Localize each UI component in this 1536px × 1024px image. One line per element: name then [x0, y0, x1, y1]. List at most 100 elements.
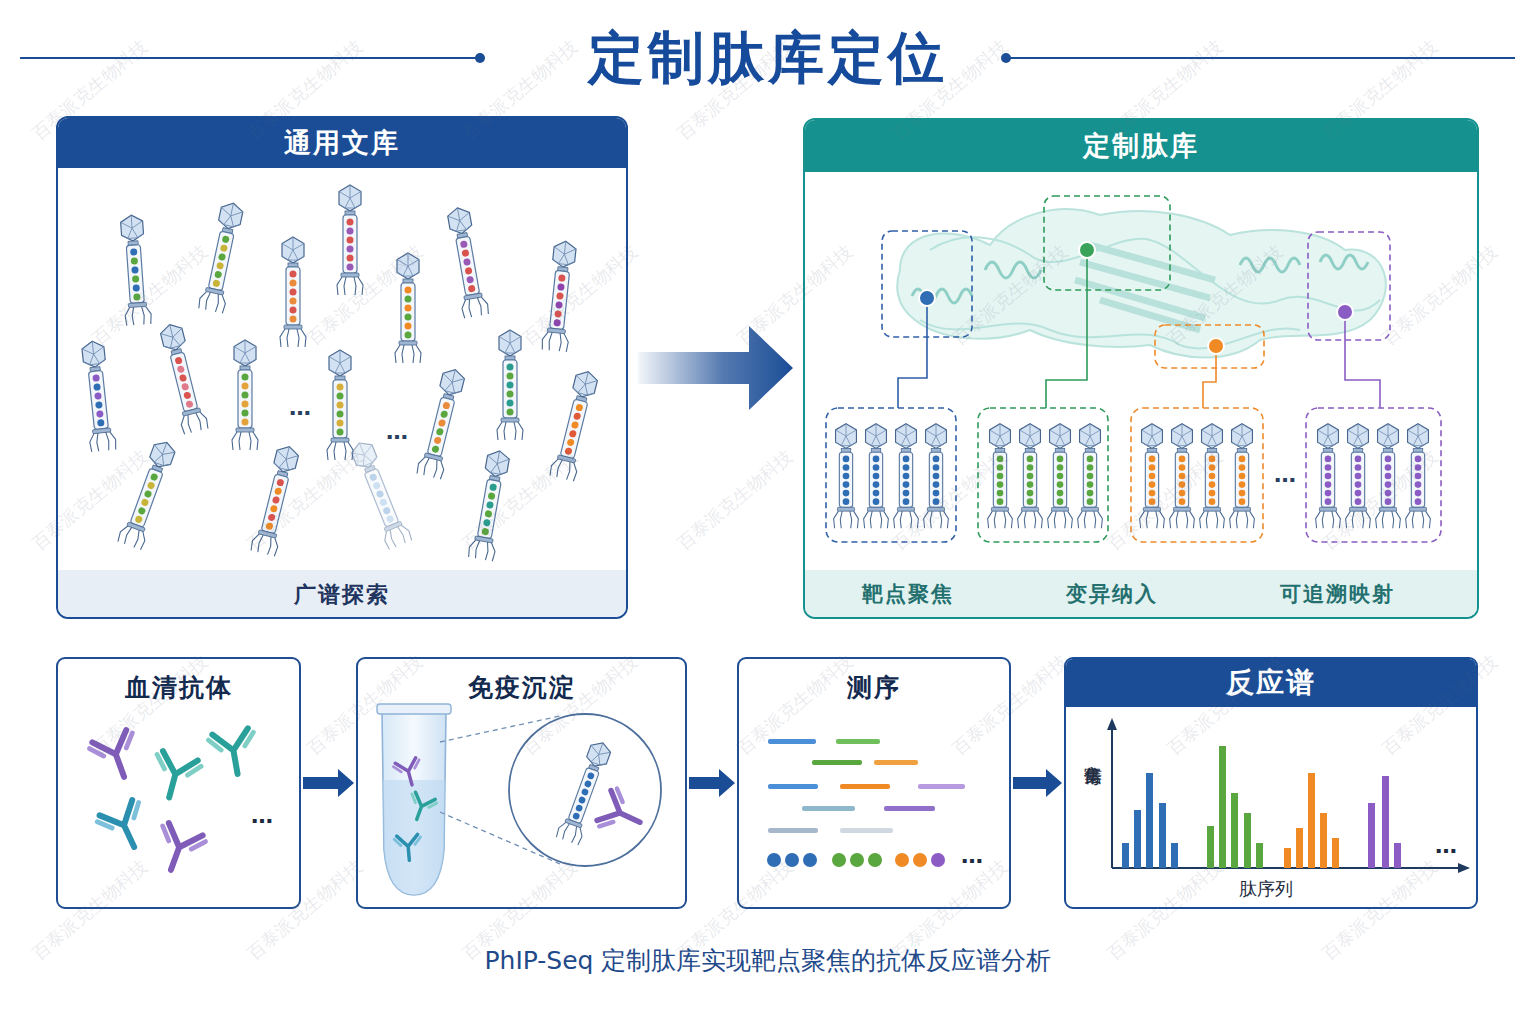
phage-group-part: [834, 424, 859, 529]
watermark-text: 百泰派克生物科技: [658, 433, 811, 567]
phage-swarm-part: [445, 206, 490, 319]
axis-label: 富集信号: [1080, 751, 1106, 861]
process-box: 血清抗体: [56, 657, 301, 909]
bar-chart-part: [1382, 776, 1389, 868]
bar-chart-part: [1458, 863, 1470, 873]
sequence-read-part: [768, 784, 818, 789]
phage-swarm-part: [549, 368, 601, 481]
library-panel: 通用文库广谱探索: [56, 116, 628, 619]
epitope-region-part: [1079, 242, 1095, 258]
sequence-read-part: [768, 828, 818, 833]
step-title: 血清抗体: [58, 671, 299, 704]
phage-group-part: [1200, 424, 1225, 529]
result-box: 反应谱富集信号肽序列: [1064, 657, 1478, 909]
protein-structure-part: [1240, 258, 1300, 272]
sequence-read-part: [802, 806, 855, 811]
library-panel: 定制肽库靶点聚焦变异纳入可追溯映射: [803, 118, 1479, 619]
step-title: 免疫沉淀: [358, 671, 685, 704]
protein-structure-part: [930, 237, 1380, 310]
epitope-region-part: [919, 290, 935, 306]
phage-swarm-part: [337, 185, 363, 295]
sequence-read-part: [913, 853, 927, 867]
tube-icon-part: [394, 834, 423, 861]
antibody-icon: [88, 727, 260, 877]
step-arrow: [1013, 769, 1062, 797]
tube-icon-part: [382, 712, 446, 895]
tube-icon-part: [393, 757, 425, 788]
phage-group-part: [924, 424, 949, 529]
bar-chart-part: [1146, 773, 1153, 868]
protein-structure-part: [897, 209, 1386, 357]
epitope-region-part: [1155, 325, 1264, 368]
antibody-icon-part: [208, 727, 260, 777]
bar-chart-part: [1107, 718, 1117, 730]
phage-swarm-part: [198, 200, 246, 313]
tube-icon-part: [440, 812, 560, 864]
bar-chart-part: [1159, 803, 1166, 868]
phage-group: [826, 408, 1441, 542]
epitope-region-part: [1337, 304, 1353, 320]
bar-chart-part: [1171, 843, 1178, 868]
step-arrow: [303, 769, 354, 797]
title-rule-part: [1001, 53, 1011, 63]
tube-icon-part: [404, 791, 438, 824]
diagram-title: 定制肽库定位: [468, 18, 1068, 98]
epitope-region-part: [1046, 250, 1087, 408]
tube-icon-part: [509, 714, 661, 866]
bar-chart-part: [1231, 793, 1238, 868]
feature-label: 靶点聚焦: [813, 570, 1003, 619]
phage-group-part: [1230, 424, 1255, 529]
phage-group-part: [864, 424, 889, 529]
phage-group-part: [1376, 424, 1401, 529]
sequence-read-part: [803, 853, 817, 867]
panel-title: 通用文库: [58, 118, 626, 168]
phage-swarm-part: [117, 438, 179, 550]
phage-group-part: [1078, 424, 1103, 529]
title-rule-part: [1008, 57, 1515, 59]
protein-structure-part: [1320, 255, 1368, 269]
bar-chart-part: [1296, 828, 1303, 868]
antibody-icon-part: [95, 798, 155, 856]
tube-icon-part: [440, 716, 560, 742]
protein-structure-part: [920, 320, 1300, 348]
protein-structure: [897, 209, 1386, 357]
phage-swarm-part: [468, 449, 513, 562]
bar-chart: [1107, 718, 1470, 873]
phage-swarm-part: [347, 438, 412, 550]
flow-arrow: [638, 326, 793, 410]
panel-footer: 广谱探索: [247, 570, 437, 619]
sequence-read-part: [895, 853, 909, 867]
process-box: 免疫沉淀: [356, 657, 687, 909]
phage-swarm-part: [250, 443, 302, 556]
phage-swarm-part: [327, 350, 353, 460]
sequence-read-part: [868, 853, 882, 867]
bar-chart-part: [1111, 726, 1113, 868]
antibody-icon-part: [147, 750, 202, 804]
antibody-icon-part: [88, 728, 146, 784]
feature-label: 变异纳入: [1017, 570, 1207, 619]
protein-structure-part: [1075, 245, 1215, 330]
sequence-read-part: [931, 853, 945, 867]
step-arrow: [689, 769, 735, 797]
bar-chart-part: [1320, 813, 1327, 868]
phage-group-part: [894, 424, 919, 529]
epitope-region-part: [882, 231, 972, 337]
sequence-read-part: [832, 853, 846, 867]
protein-structure-part: [985, 262, 1041, 278]
panel-title: 定制肽库: [805, 120, 1477, 172]
sequence-read-part: [918, 784, 965, 789]
phage-swarm-part: [79, 340, 116, 452]
epitope-region: [882, 196, 1390, 408]
phage-group-part: [1131, 408, 1263, 542]
bar-chart-part: [1284, 848, 1291, 868]
bar-chart-part: [1134, 810, 1141, 868]
box-title: 反应谱: [1066, 659, 1476, 707]
bar-chart-part: [1308, 773, 1315, 868]
epitope-region-part: [1208, 338, 1224, 354]
phage-group-part: [826, 408, 956, 542]
diagram-caption: PhIP-Seq 定制肽库实现靶点聚焦的抗体反应谱分析: [268, 942, 1268, 980]
epitope-region-part: [1203, 346, 1216, 408]
bar-chart-part: [1394, 843, 1401, 868]
bar-chart-part: [1122, 843, 1129, 868]
sequence-read-part: [767, 853, 781, 867]
